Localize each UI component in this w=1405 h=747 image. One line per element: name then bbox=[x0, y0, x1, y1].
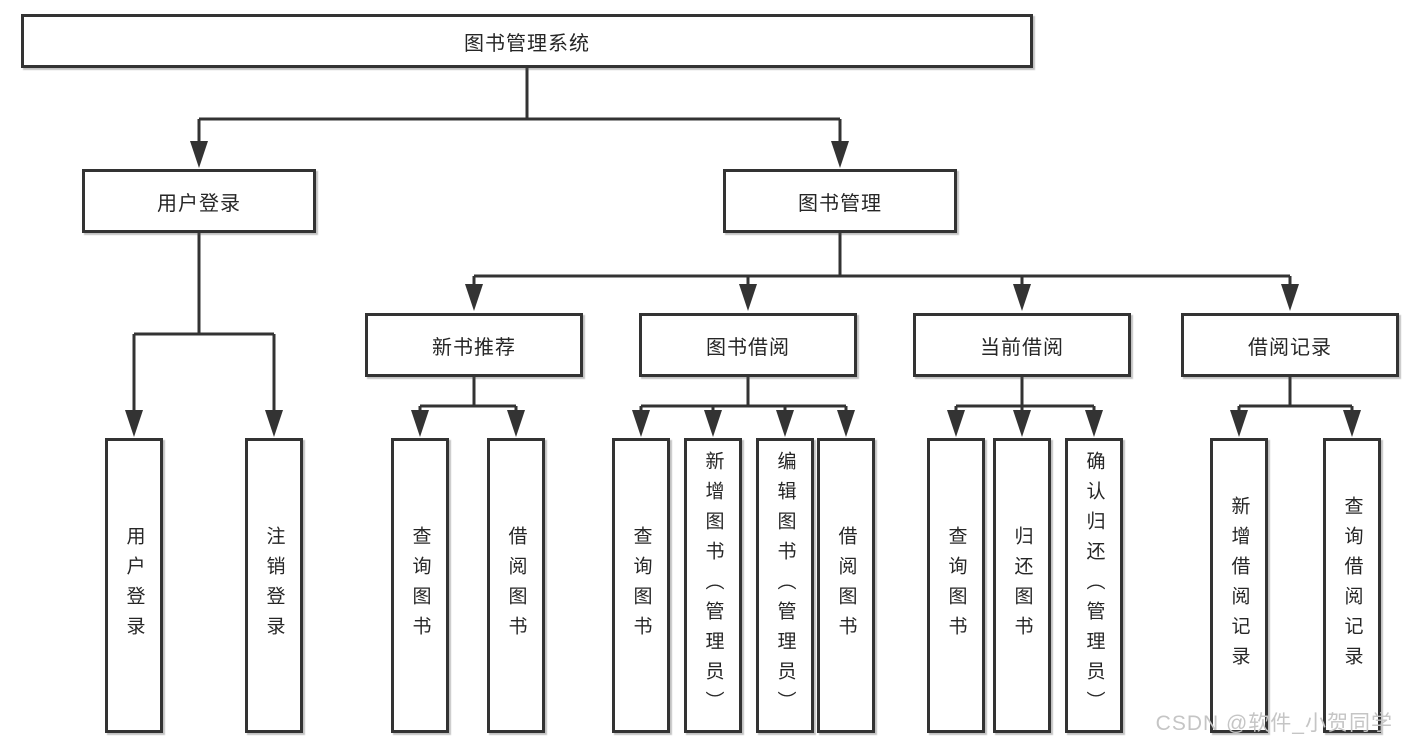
node-user-login: 用户登录 bbox=[82, 169, 316, 233]
arrowhead bbox=[125, 410, 143, 437]
arrowhead bbox=[265, 410, 283, 437]
node-book-management: 图书管理 bbox=[723, 169, 957, 233]
leaf-logout: 注销登录 bbox=[245, 438, 303, 733]
leaf-user-login: 用户登录 bbox=[105, 438, 163, 733]
node-label: 借阅图书 bbox=[505, 525, 527, 646]
arrowhead bbox=[190, 141, 208, 168]
leaf-borrowing-add-books-admin: 新增图书（管理员） bbox=[684, 438, 742, 733]
node-label: 用户登录 bbox=[123, 525, 145, 646]
node-root-system: 图书管理系统 bbox=[21, 14, 1033, 68]
node-label: 查询图书 bbox=[409, 525, 431, 646]
node-label: 借阅记录 bbox=[1248, 336, 1332, 359]
node-label: 图书管理系统 bbox=[464, 32, 590, 55]
arrowhead bbox=[632, 410, 650, 437]
arrowhead bbox=[1230, 410, 1248, 437]
leaf-records-query-record: 查询借阅记录 bbox=[1323, 438, 1381, 733]
node-label: 确认归还（管理员） bbox=[1083, 450, 1105, 721]
node-label: 新增借阅记录 bbox=[1228, 495, 1250, 676]
node-label: 归还图书 bbox=[1011, 525, 1033, 646]
arrowhead bbox=[776, 410, 794, 437]
leaf-current-confirm-return-admin: 确认归还（管理员） bbox=[1065, 438, 1123, 733]
node-label: 查询图书 bbox=[630, 525, 652, 646]
leaf-recommend-borrow-books: 借阅图书 bbox=[487, 438, 545, 733]
leaf-borrowing-edit-books-admin: 编辑图书（管理员） bbox=[756, 438, 814, 733]
arrowhead bbox=[1281, 284, 1299, 311]
arrowhead bbox=[739, 284, 757, 311]
arrowhead bbox=[1013, 284, 1031, 311]
node-label: 图书借阅 bbox=[706, 336, 790, 359]
node-label: 查询借阅记录 bbox=[1341, 495, 1363, 676]
leaf-recommend-query-books: 查询图书 bbox=[391, 438, 449, 733]
node-book-borrowing: 图书借阅 bbox=[639, 313, 857, 377]
node-label: 编辑图书（管理员） bbox=[774, 450, 796, 721]
leaf-borrowing-borrow-books: 借阅图书 bbox=[817, 438, 875, 733]
arrowhead bbox=[704, 410, 722, 437]
node-label: 当前借阅 bbox=[980, 336, 1064, 359]
arrowhead bbox=[507, 410, 525, 437]
arrowhead bbox=[1085, 410, 1103, 437]
leaf-current-query-books: 查询图书 bbox=[927, 438, 985, 733]
node-label: 查询图书 bbox=[945, 525, 967, 646]
arrowhead bbox=[1013, 410, 1031, 437]
leaf-borrowing-query-books: 查询图书 bbox=[612, 438, 670, 733]
node-label: 新书推荐 bbox=[432, 336, 516, 359]
node-label: 用户登录 bbox=[157, 192, 241, 215]
node-label: 借阅图书 bbox=[835, 525, 857, 646]
arrowhead bbox=[837, 410, 855, 437]
node-current-borrowing: 当前借阅 bbox=[913, 313, 1131, 377]
node-label: 注销登录 bbox=[263, 525, 285, 646]
csdn-watermark: CSDN @软件_小贺同学 bbox=[1155, 712, 1393, 735]
leaf-current-return-books: 归还图书 bbox=[993, 438, 1051, 733]
leaf-records-add-record: 新增借阅记录 bbox=[1210, 438, 1268, 733]
arrowhead bbox=[947, 410, 965, 437]
arrowhead bbox=[411, 410, 429, 437]
node-label: 图书管理 bbox=[798, 192, 882, 215]
arrowhead bbox=[831, 141, 849, 168]
arrowhead bbox=[1343, 410, 1361, 437]
node-borrowing-records: 借阅记录 bbox=[1181, 313, 1399, 377]
arrowhead bbox=[465, 284, 483, 311]
node-label: 新增图书（管理员） bbox=[702, 450, 724, 721]
node-new-book-recommend: 新书推荐 bbox=[365, 313, 583, 377]
